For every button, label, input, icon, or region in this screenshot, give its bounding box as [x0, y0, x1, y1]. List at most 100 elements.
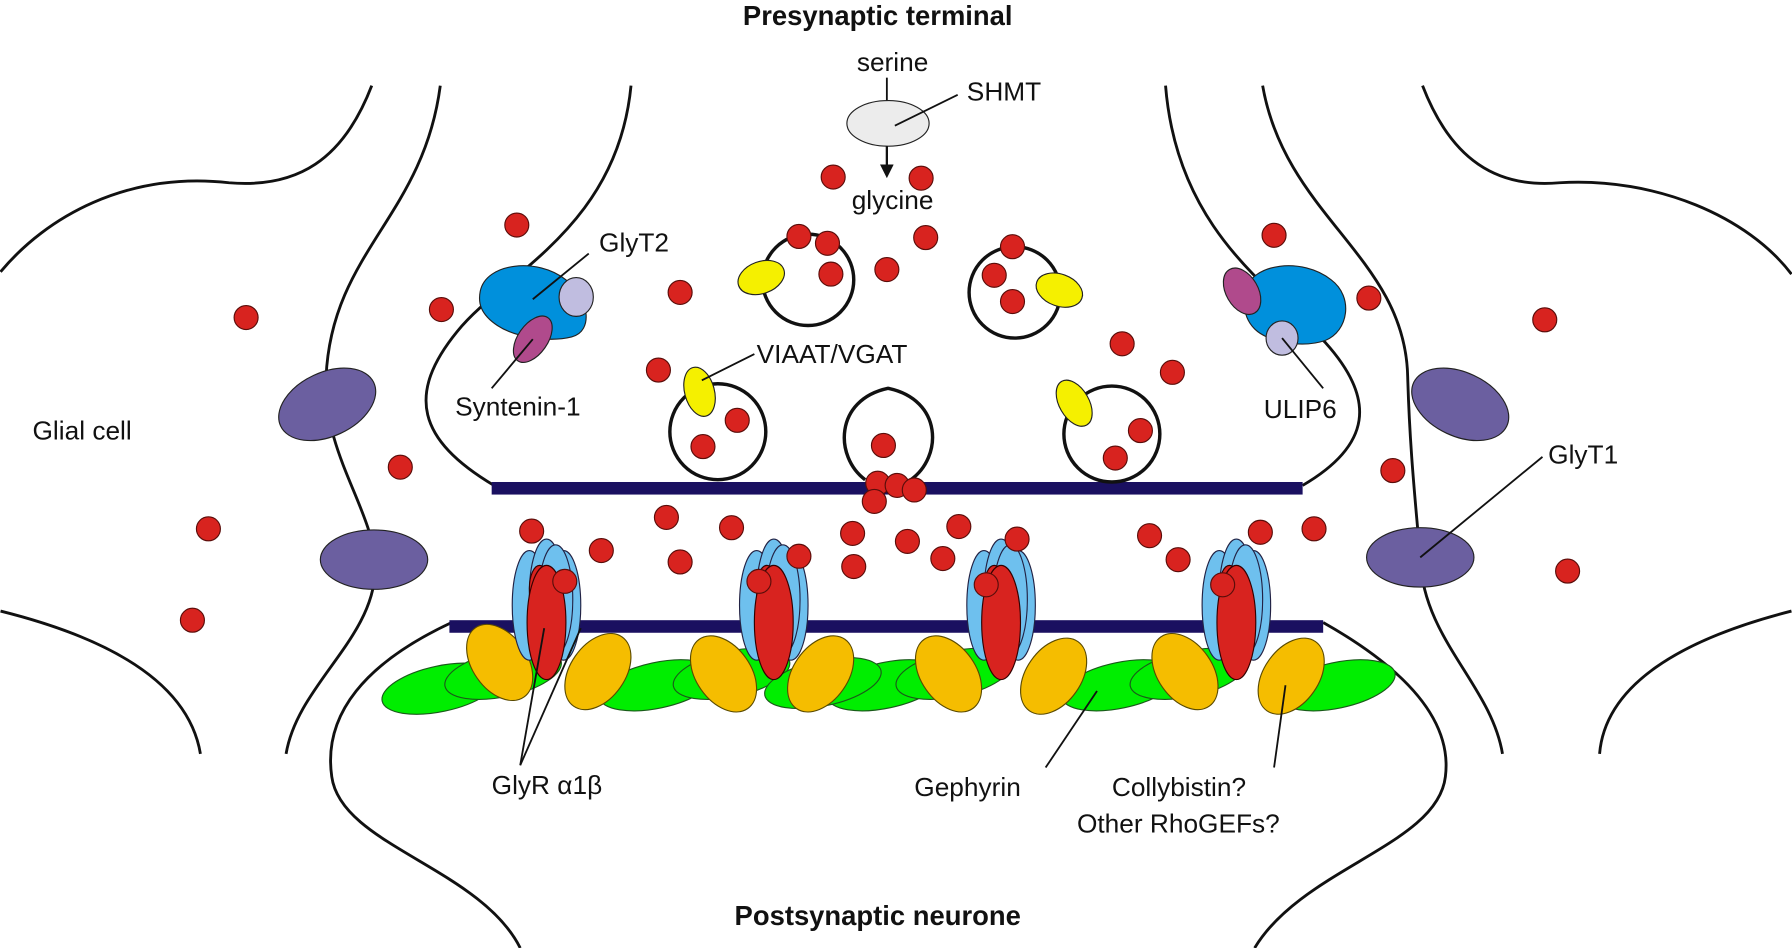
glial-membrane-left-upper [0, 85, 374, 273]
serine-label: serine [857, 47, 929, 77]
glycine-molecule [999, 288, 1026, 315]
glycine-molecule [1109, 331, 1135, 357]
glycine-molecule [814, 230, 841, 256]
collybistin-icon [1020, 637, 1088, 715]
glyt2-label: GlyT2 [599, 227, 669, 257]
viaat-transporter [737, 259, 785, 296]
glycine-molecule [1247, 519, 1273, 545]
glycine-molecule [387, 454, 413, 480]
synaptic-vesicles [668, 232, 1162, 484]
viaat-transporter [1055, 379, 1093, 427]
glyt1-icon [1411, 367, 1510, 442]
syntenin-label: Syntenin-1 [455, 392, 580, 422]
glial-process-left [284, 85, 442, 755]
glial-membrane-right-upper [1421, 85, 1792, 275]
syntenin-leader [490, 338, 534, 389]
shmt-label: SHMT [967, 77, 1041, 107]
glycine-molecule [645, 357, 671, 383]
presynaptic-title: Presynaptic terminal [743, 0, 1013, 31]
ulip6-icon [1265, 320, 1299, 356]
glyr-alpha-subunit [526, 564, 567, 681]
glycine-label: glycine [852, 185, 934, 215]
viaat-label: VIAAT/VGAT [757, 339, 908, 369]
glycine-molecule [870, 432, 896, 459]
collybistin-icon [787, 635, 855, 713]
glycine-molecule [552, 568, 578, 594]
collybistin-leader [1273, 685, 1287, 768]
glycine-molecule [908, 165, 934, 191]
glyr-leader [519, 628, 546, 766]
glycine-molecule [667, 549, 693, 575]
glycine-molecules [179, 164, 1581, 633]
glycine-molecule [930, 545, 956, 572]
glycine-molecule [786, 223, 812, 249]
viaat-transporter [1035, 272, 1084, 308]
glycine-molecule [667, 279, 693, 305]
shmt-leader [894, 93, 959, 127]
glycine-molecule [946, 513, 972, 540]
glycine-molecule [973, 572, 999, 598]
glycine-molecule [690, 434, 716, 460]
gephyrin-leader [1044, 690, 1098, 769]
glycine-molecule [653, 504, 679, 530]
collybistin-icon [1257, 637, 1325, 715]
glycine-molecule [1301, 516, 1327, 542]
glyt1-icon [319, 529, 429, 590]
glycine-molecule [1380, 458, 1406, 484]
shmt-enzyme [846, 99, 930, 147]
glycine-molecule [1261, 222, 1287, 248]
ulip6-icon [558, 276, 594, 317]
glycine-molecule [428, 296, 454, 323]
glycine-molecule [1532, 307, 1558, 333]
glycine-molecule [913, 225, 939, 251]
glycine-molecule [1356, 285, 1382, 311]
glycine-molecule [233, 304, 259, 331]
glyt2-leader [532, 252, 590, 300]
ulip6-leader [1281, 337, 1324, 389]
collybistin-icon [914, 635, 983, 713]
postsynaptic-density [449, 620, 1324, 633]
collybistin-icon [1151, 633, 1219, 711]
glycine-molecule [861, 488, 887, 514]
glycine-molecule [718, 515, 745, 541]
glycine-molecule [820, 164, 846, 190]
collybistin-icon [564, 633, 632, 711]
glycine-molecule [588, 537, 614, 564]
glycine-molecule [519, 518, 545, 544]
glycine-molecule [1165, 547, 1191, 573]
collybistin-icon [689, 635, 758, 713]
gephyrin-label: Gephyrin [914, 772, 1021, 802]
shmt-pathway [846, 77, 930, 179]
glycine-molecule [786, 543, 812, 569]
viaat-leader [701, 353, 755, 382]
glycine-molecule [746, 568, 772, 594]
glycine-molecule [1127, 418, 1153, 444]
glycine-molecule [818, 261, 844, 287]
glycine-molecule [179, 607, 205, 633]
glycine-molecule [195, 516, 221, 542]
glycine-molecule [999, 234, 1026, 260]
viaat-transporter [683, 366, 716, 417]
glial-membrane-left-lower [0, 609, 202, 755]
glyt2-icon [478, 265, 587, 340]
glycine-molecule [1136, 523, 1163, 549]
glycine-molecule [874, 256, 900, 283]
glyt2-complex-left [478, 265, 594, 363]
gephyrin-scaffold [381, 623, 1396, 715]
vesicle [668, 382, 768, 482]
ulip6-label: ULIP6 [1264, 394, 1337, 424]
collybistin-label: Collybistin? [1112, 772, 1246, 802]
glycine-molecule [894, 528, 920, 554]
glial-process-right [1261, 85, 1504, 755]
glyr-leader [519, 627, 582, 766]
glyr-icon [738, 538, 809, 681]
glycine-molecule [981, 262, 1007, 288]
glyt1-leader [1419, 456, 1544, 559]
glycine-molecule [901, 477, 927, 503]
glycine-molecule [841, 553, 867, 580]
glyr-label: GlyR α1β [492, 770, 603, 800]
glial-cell-label: Glial cell [33, 416, 132, 446]
glyt2-complex-right [1222, 265, 1347, 356]
rhogefs-label: Other RhoGEFs? [1077, 809, 1280, 839]
